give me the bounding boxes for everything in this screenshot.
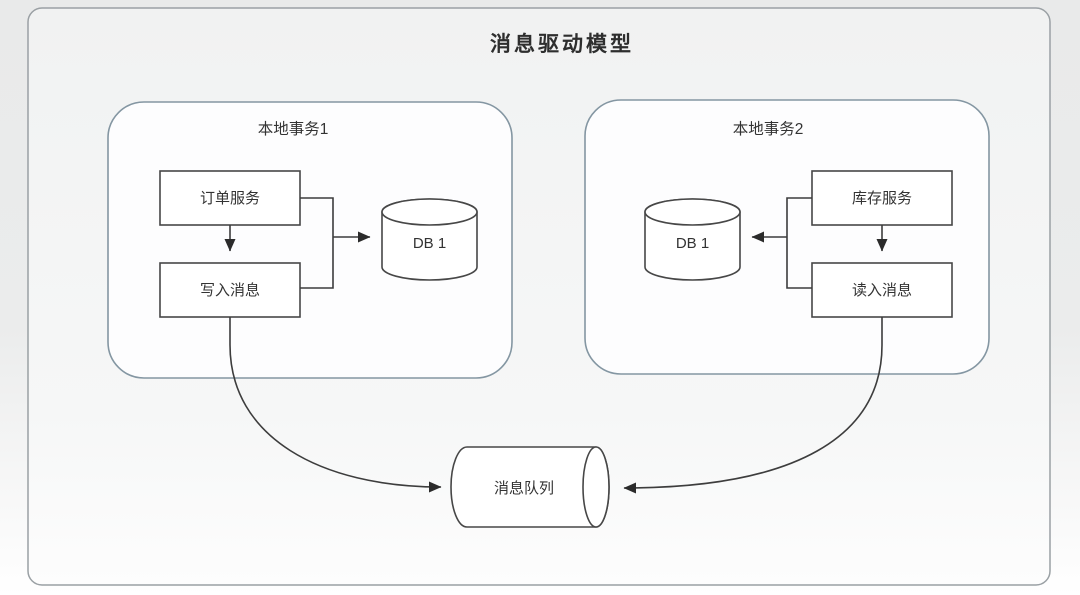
transaction2-group: 本地事务2 库存服务 读入消息 DB 1 [584, 99, 990, 375]
db1-right-cylinder: DB 1 [644, 198, 741, 281]
inventory-service-box [811, 170, 953, 226]
inventory-service-label: 库存服务 [852, 190, 912, 207]
read-message-label: 读入消息 [852, 282, 912, 299]
write-message-box [159, 262, 301, 318]
transaction1-label: 本地事务1 [258, 120, 329, 138]
message-queue-cap [582, 446, 610, 528]
db1-left-top [381, 198, 478, 226]
bracket-right [786, 197, 812, 289]
db1-left-label: DB 1 [413, 235, 446, 252]
arrow-read-to-queue [623, 317, 883, 494]
transaction2-label: 本地事务2 [733, 120, 804, 138]
db1-right-label: DB 1 [676, 235, 709, 252]
bracket-left [300, 197, 334, 289]
write-message-label: 写入消息 [200, 282, 260, 299]
transaction1-group: 本地事务1 订单服务 写入消息 DB 1 [107, 101, 513, 379]
message-queue-group: 消息队列 [450, 446, 610, 528]
arrow-write-to-queue [229, 317, 442, 493]
diagram-title: 消息驱动模型 [490, 32, 634, 56]
db1-left-cylinder: DB 1 [381, 198, 478, 281]
db1-right-top [644, 198, 741, 226]
message-queue-label: 消息队列 [494, 480, 554, 497]
order-service-label: 订单服务 [200, 190, 260, 207]
read-message-box [811, 262, 953, 318]
